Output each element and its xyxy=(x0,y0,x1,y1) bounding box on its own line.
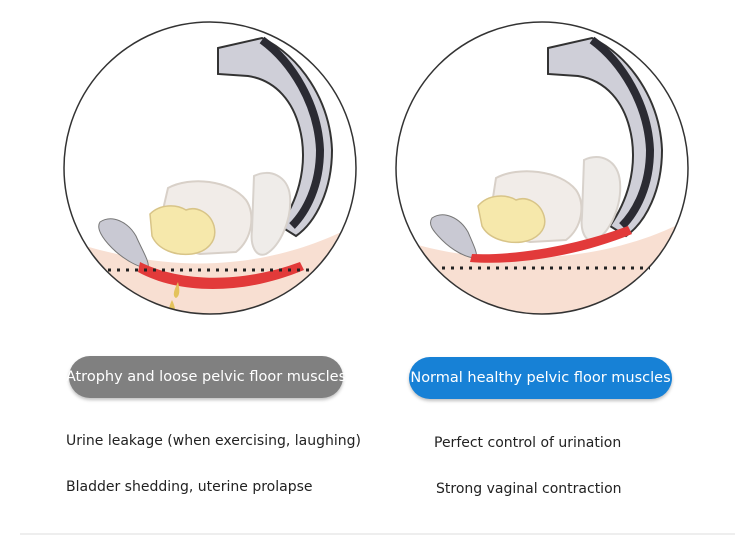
healthy-label-pill: Normal healthy pelvic floor muscles xyxy=(409,357,672,399)
atrophy-label-pill: Atrophy and loose pelvic floor muscles xyxy=(66,356,346,398)
atrophy-point-2: Bladder shedding, uterine prolapse xyxy=(66,479,313,495)
healthy-point-2: Strong vaginal contraction xyxy=(436,481,622,497)
divider xyxy=(20,533,735,535)
atrophy-point-1: Urine leakage (when exercising, laughing… xyxy=(66,433,361,449)
weak-pelvic-floor-illustration xyxy=(63,21,357,315)
healthy-pelvic-floor-illustration xyxy=(395,21,689,315)
healthy-point-1: Perfect control of urination xyxy=(434,435,622,451)
